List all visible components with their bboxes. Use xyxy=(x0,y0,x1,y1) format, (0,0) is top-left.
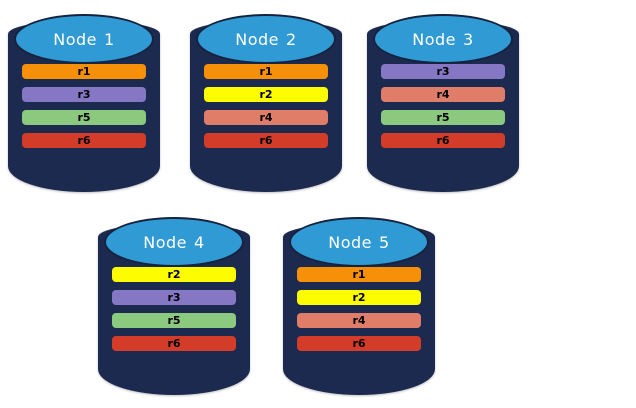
replica-label: r1 xyxy=(352,268,366,281)
replica-bar[interactable]: r2 xyxy=(204,87,328,102)
replica-bar[interactable]: r5 xyxy=(112,313,236,328)
node-title: Node 3 xyxy=(412,32,473,48)
node-cylinder-1[interactable]: Node 1 r1 r3 r5 r6 xyxy=(8,6,160,192)
node-cylinder-4[interactable]: Node 4 r2 r3 r5 r6 xyxy=(98,209,250,395)
cylinder-top-disc: Node 1 xyxy=(14,14,154,64)
replica-bar[interactable]: r4 xyxy=(204,110,328,125)
node-title: Node 4 xyxy=(143,235,204,251)
replica-label: r3 xyxy=(436,65,450,78)
node-title: Node 5 xyxy=(328,235,389,251)
node-title-number: 4 xyxy=(194,233,205,252)
cylinder-top-disc: Node 4 xyxy=(104,217,244,267)
replica-bar[interactable]: r1 xyxy=(204,64,328,79)
replica-list: r2 r3 r5 r6 xyxy=(98,267,250,351)
replica-bar[interactable]: r6 xyxy=(297,336,421,351)
replica-bar[interactable]: r3 xyxy=(22,87,146,102)
cylinder-top-disc: Node 3 xyxy=(373,14,513,64)
node-title-word: Node xyxy=(53,30,98,49)
node-title-number: 3 xyxy=(463,30,474,49)
replica-bar[interactable]: r2 xyxy=(112,267,236,282)
node-title-number: 2 xyxy=(286,30,297,49)
replica-label: r5 xyxy=(436,111,450,124)
replica-label: r5 xyxy=(77,111,91,124)
replica-bar[interactable]: r6 xyxy=(22,133,146,148)
replica-bar[interactable]: r1 xyxy=(297,267,421,282)
replica-bar[interactable]: r1 xyxy=(22,64,146,79)
replica-list: r1 r2 r4 r6 xyxy=(190,64,342,148)
cylinder-top-disc: Node 2 xyxy=(196,14,336,64)
node-title-word: Node xyxy=(235,30,280,49)
node-cylinder-3[interactable]: Node 3 r3 r4 r5 r6 xyxy=(367,6,519,192)
replica-list: r1 r3 r5 r6 xyxy=(8,64,160,148)
replica-bar[interactable]: r4 xyxy=(381,87,505,102)
replica-list: r3 r4 r5 r6 xyxy=(367,64,519,148)
replica-label: r3 xyxy=(167,291,181,304)
replica-list: r1 r2 r4 r6 xyxy=(283,267,435,351)
replica-bar[interactable]: r6 xyxy=(204,133,328,148)
replica-label: r6 xyxy=(77,134,91,147)
cylinder-top-disc: Node 5 xyxy=(289,217,429,267)
replica-label: r2 xyxy=(352,291,366,304)
node-title-word: Node xyxy=(412,30,457,49)
replica-label: r6 xyxy=(436,134,450,147)
replica-label: r2 xyxy=(167,268,181,281)
replica-bar[interactable]: r2 xyxy=(297,290,421,305)
replica-bar[interactable]: r5 xyxy=(22,110,146,125)
replica-label: r4 xyxy=(436,88,450,101)
replica-label: r2 xyxy=(259,88,273,101)
node-title-number: 5 xyxy=(379,233,390,252)
replica-label: r6 xyxy=(352,337,366,350)
replica-label: r4 xyxy=(259,111,273,124)
replica-bar[interactable]: r5 xyxy=(381,110,505,125)
replica-label: r1 xyxy=(77,65,91,78)
node-title-word: Node xyxy=(143,233,188,252)
replica-label: r3 xyxy=(77,88,91,101)
node-title: Node 2 xyxy=(235,32,296,48)
replica-label: r6 xyxy=(259,134,273,147)
node-title-word: Node xyxy=(328,233,373,252)
replica-label: r1 xyxy=(259,65,273,78)
replica-bar[interactable]: r6 xyxy=(112,336,236,351)
replica-label: r4 xyxy=(352,314,366,327)
node-title: Node 1 xyxy=(53,32,114,48)
node-title-number: 1 xyxy=(104,30,115,49)
replica-bar[interactable]: r4 xyxy=(297,313,421,328)
replica-bar[interactable]: r6 xyxy=(381,133,505,148)
replica-bar[interactable]: r3 xyxy=(112,290,236,305)
replica-label: r6 xyxy=(167,337,181,350)
replica-bar[interactable]: r3 xyxy=(381,64,505,79)
node-cylinder-2[interactable]: Node 2 r1 r2 r4 r6 xyxy=(190,6,342,192)
node-cylinder-5[interactable]: Node 5 r1 r2 r4 r6 xyxy=(283,209,435,395)
replica-label: r5 xyxy=(167,314,181,327)
